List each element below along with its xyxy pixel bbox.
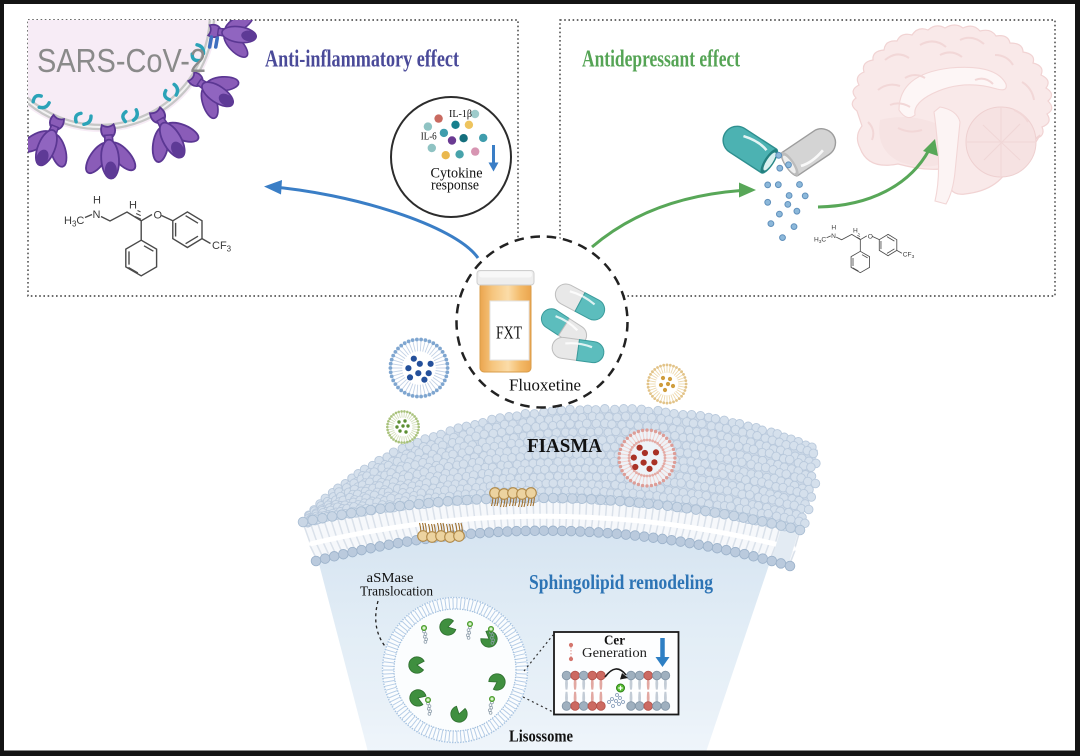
svg-text:Antidepressant effect: Antidepressant effect	[582, 47, 740, 73]
svg-text:IL-6: IL-6	[421, 131, 437, 143]
svg-text:Cytokine: Cytokine	[431, 166, 483, 182]
svg-text:Generation: Generation	[582, 646, 647, 661]
svg-text:Sphingolipid remodeling: Sphingolipid remodeling	[529, 570, 713, 594]
svg-text:Fluoxetine: Fluoxetine	[509, 376, 581, 395]
svg-text:Translocation: Translocation	[360, 585, 433, 600]
svg-text:Anti-inflammatory effect: Anti-inflammatory effect	[265, 47, 459, 73]
svg-text:response: response	[431, 178, 479, 194]
svg-text:SARS-CoV-2: SARS-CoV-2	[37, 42, 206, 79]
svg-text:aSMase: aSMase	[367, 571, 414, 586]
svg-text:IL-1β: IL-1β	[449, 108, 472, 120]
svg-text:FIASMA: FIASMA	[527, 435, 603, 457]
svg-text:Cer: Cer	[604, 634, 625, 649]
svg-text:FXT: FXT	[496, 323, 522, 343]
svg-text:Lisossome: Lisossome	[509, 727, 573, 746]
